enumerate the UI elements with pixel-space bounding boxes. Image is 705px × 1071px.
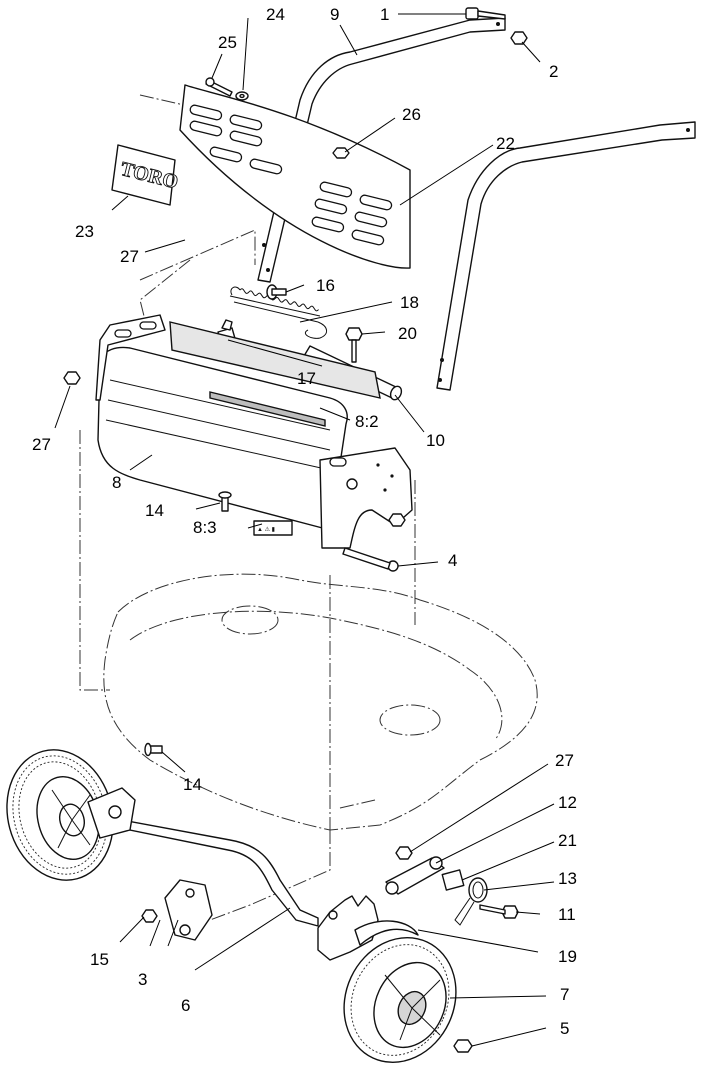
- left-wheel-bracket: [87, 787, 136, 839]
- upper-handle: [257, 17, 506, 283]
- callout-4: 4: [448, 551, 457, 570]
- handle-nut-2: [510, 31, 528, 45]
- leader-lines: [54, 13, 555, 1047]
- callout-26: 26: [402, 105, 421, 124]
- pivot-arm: [385, 856, 445, 895]
- callout-19: 19: [558, 947, 577, 966]
- callout-11: 11: [558, 905, 576, 924]
- callout-23: 23: [75, 222, 94, 241]
- callouts: 1 2 3 4 5 6 7 8 8:2 8:3 9 10 11 12 13 14…: [32, 5, 577, 1038]
- deck-nut: [395, 846, 413, 860]
- callout-8-2: 8:2: [355, 412, 379, 431]
- callout-24: 24: [266, 5, 285, 24]
- shield-nut: [332, 147, 350, 159]
- handle-bolt: [465, 7, 506, 20]
- warning-decal-text: ▲ ⚠ ▮: [257, 526, 275, 533]
- housing-nut-left: [63, 371, 81, 385]
- callout-27-right: 27: [555, 751, 574, 770]
- pivot-bolt: [479, 904, 519, 919]
- callout-2: 2: [549, 62, 558, 81]
- callout-12: 12: [558, 793, 577, 812]
- spring-bolt: [345, 327, 363, 363]
- callout-22: 22: [496, 134, 515, 153]
- rear-shield: [179, 84, 411, 269]
- callout-17: 17: [297, 369, 316, 388]
- callout-16: 16: [316, 276, 335, 295]
- rear-housing: [97, 321, 381, 531]
- front-axle: [119, 819, 319, 927]
- callout-6: 6: [181, 996, 190, 1015]
- left-side-bracket: [95, 314, 166, 401]
- height-adjust-bracket: [164, 879, 213, 941]
- spacer: [441, 869, 465, 891]
- lower-handle: [436, 121, 696, 391]
- deck-screw: [144, 742, 163, 757]
- callout-10: 10: [426, 431, 445, 450]
- callout-20: 20: [398, 324, 417, 343]
- callout-1: 1: [380, 5, 389, 24]
- callout-8: 8: [112, 473, 121, 492]
- shield-bolt: [205, 77, 233, 97]
- callout-15: 15: [90, 950, 109, 969]
- callout-21: 21: [558, 831, 577, 850]
- bracket-nut: [141, 909, 158, 923]
- right-side-bracket: [319, 447, 413, 549]
- shield-washer: [235, 91, 249, 101]
- callout-5: 5: [560, 1019, 569, 1038]
- callout-27-upper: 27: [120, 247, 139, 266]
- logo-decal: TORO: [111, 144, 181, 206]
- callout-13: 13: [558, 869, 577, 888]
- callout-18: 18: [400, 293, 419, 312]
- housing-bolt: [342, 547, 399, 572]
- height-adjust-spring: [229, 286, 327, 339]
- callout-25: 25: [218, 33, 237, 52]
- warning-decal: ▲ ⚠ ▮: [253, 520, 293, 536]
- adjuster-plate: [317, 895, 419, 961]
- callout-14-upper: 14: [145, 501, 164, 520]
- housing-screw: [218, 491, 232, 512]
- housing-nut-right: [388, 513, 406, 527]
- callout-8-3: 8:3: [193, 518, 217, 537]
- wheel-nut: [453, 1039, 473, 1053]
- right-rear-wheel: [343, 936, 457, 1064]
- spring-pin: [266, 284, 287, 300]
- callout-9: 9: [330, 5, 339, 24]
- callout-14-lower: 14: [183, 775, 202, 794]
- callout-7: 7: [560, 985, 569, 1004]
- torsion-spring: [454, 877, 488, 926]
- callout-3: 3: [138, 970, 147, 989]
- callout-27-left: 27: [32, 435, 51, 454]
